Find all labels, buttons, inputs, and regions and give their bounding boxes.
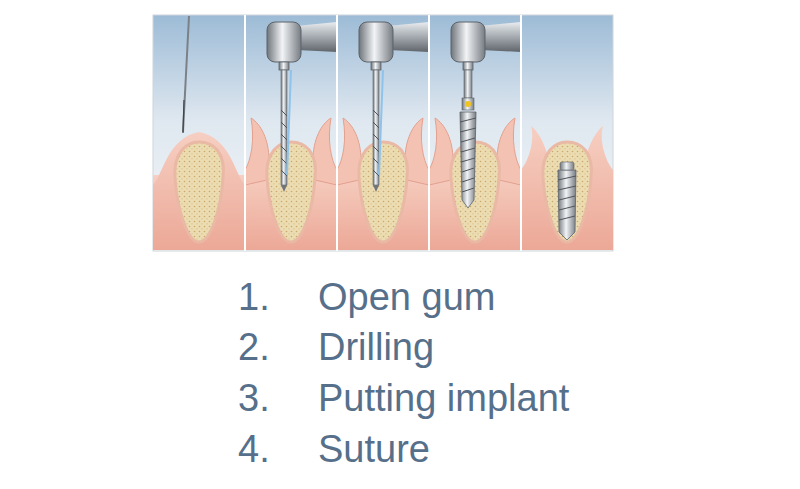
step-number: 3. [238, 376, 270, 420]
step-label: Open gum [318, 275, 495, 319]
step-number: 4. [238, 427, 270, 471]
step-number: 1. [238, 275, 270, 319]
step-number: 2. [238, 325, 270, 369]
step-label: Suture [318, 427, 430, 471]
step-label: Drilling [318, 325, 434, 369]
step-label: Putting implant [318, 376, 569, 420]
